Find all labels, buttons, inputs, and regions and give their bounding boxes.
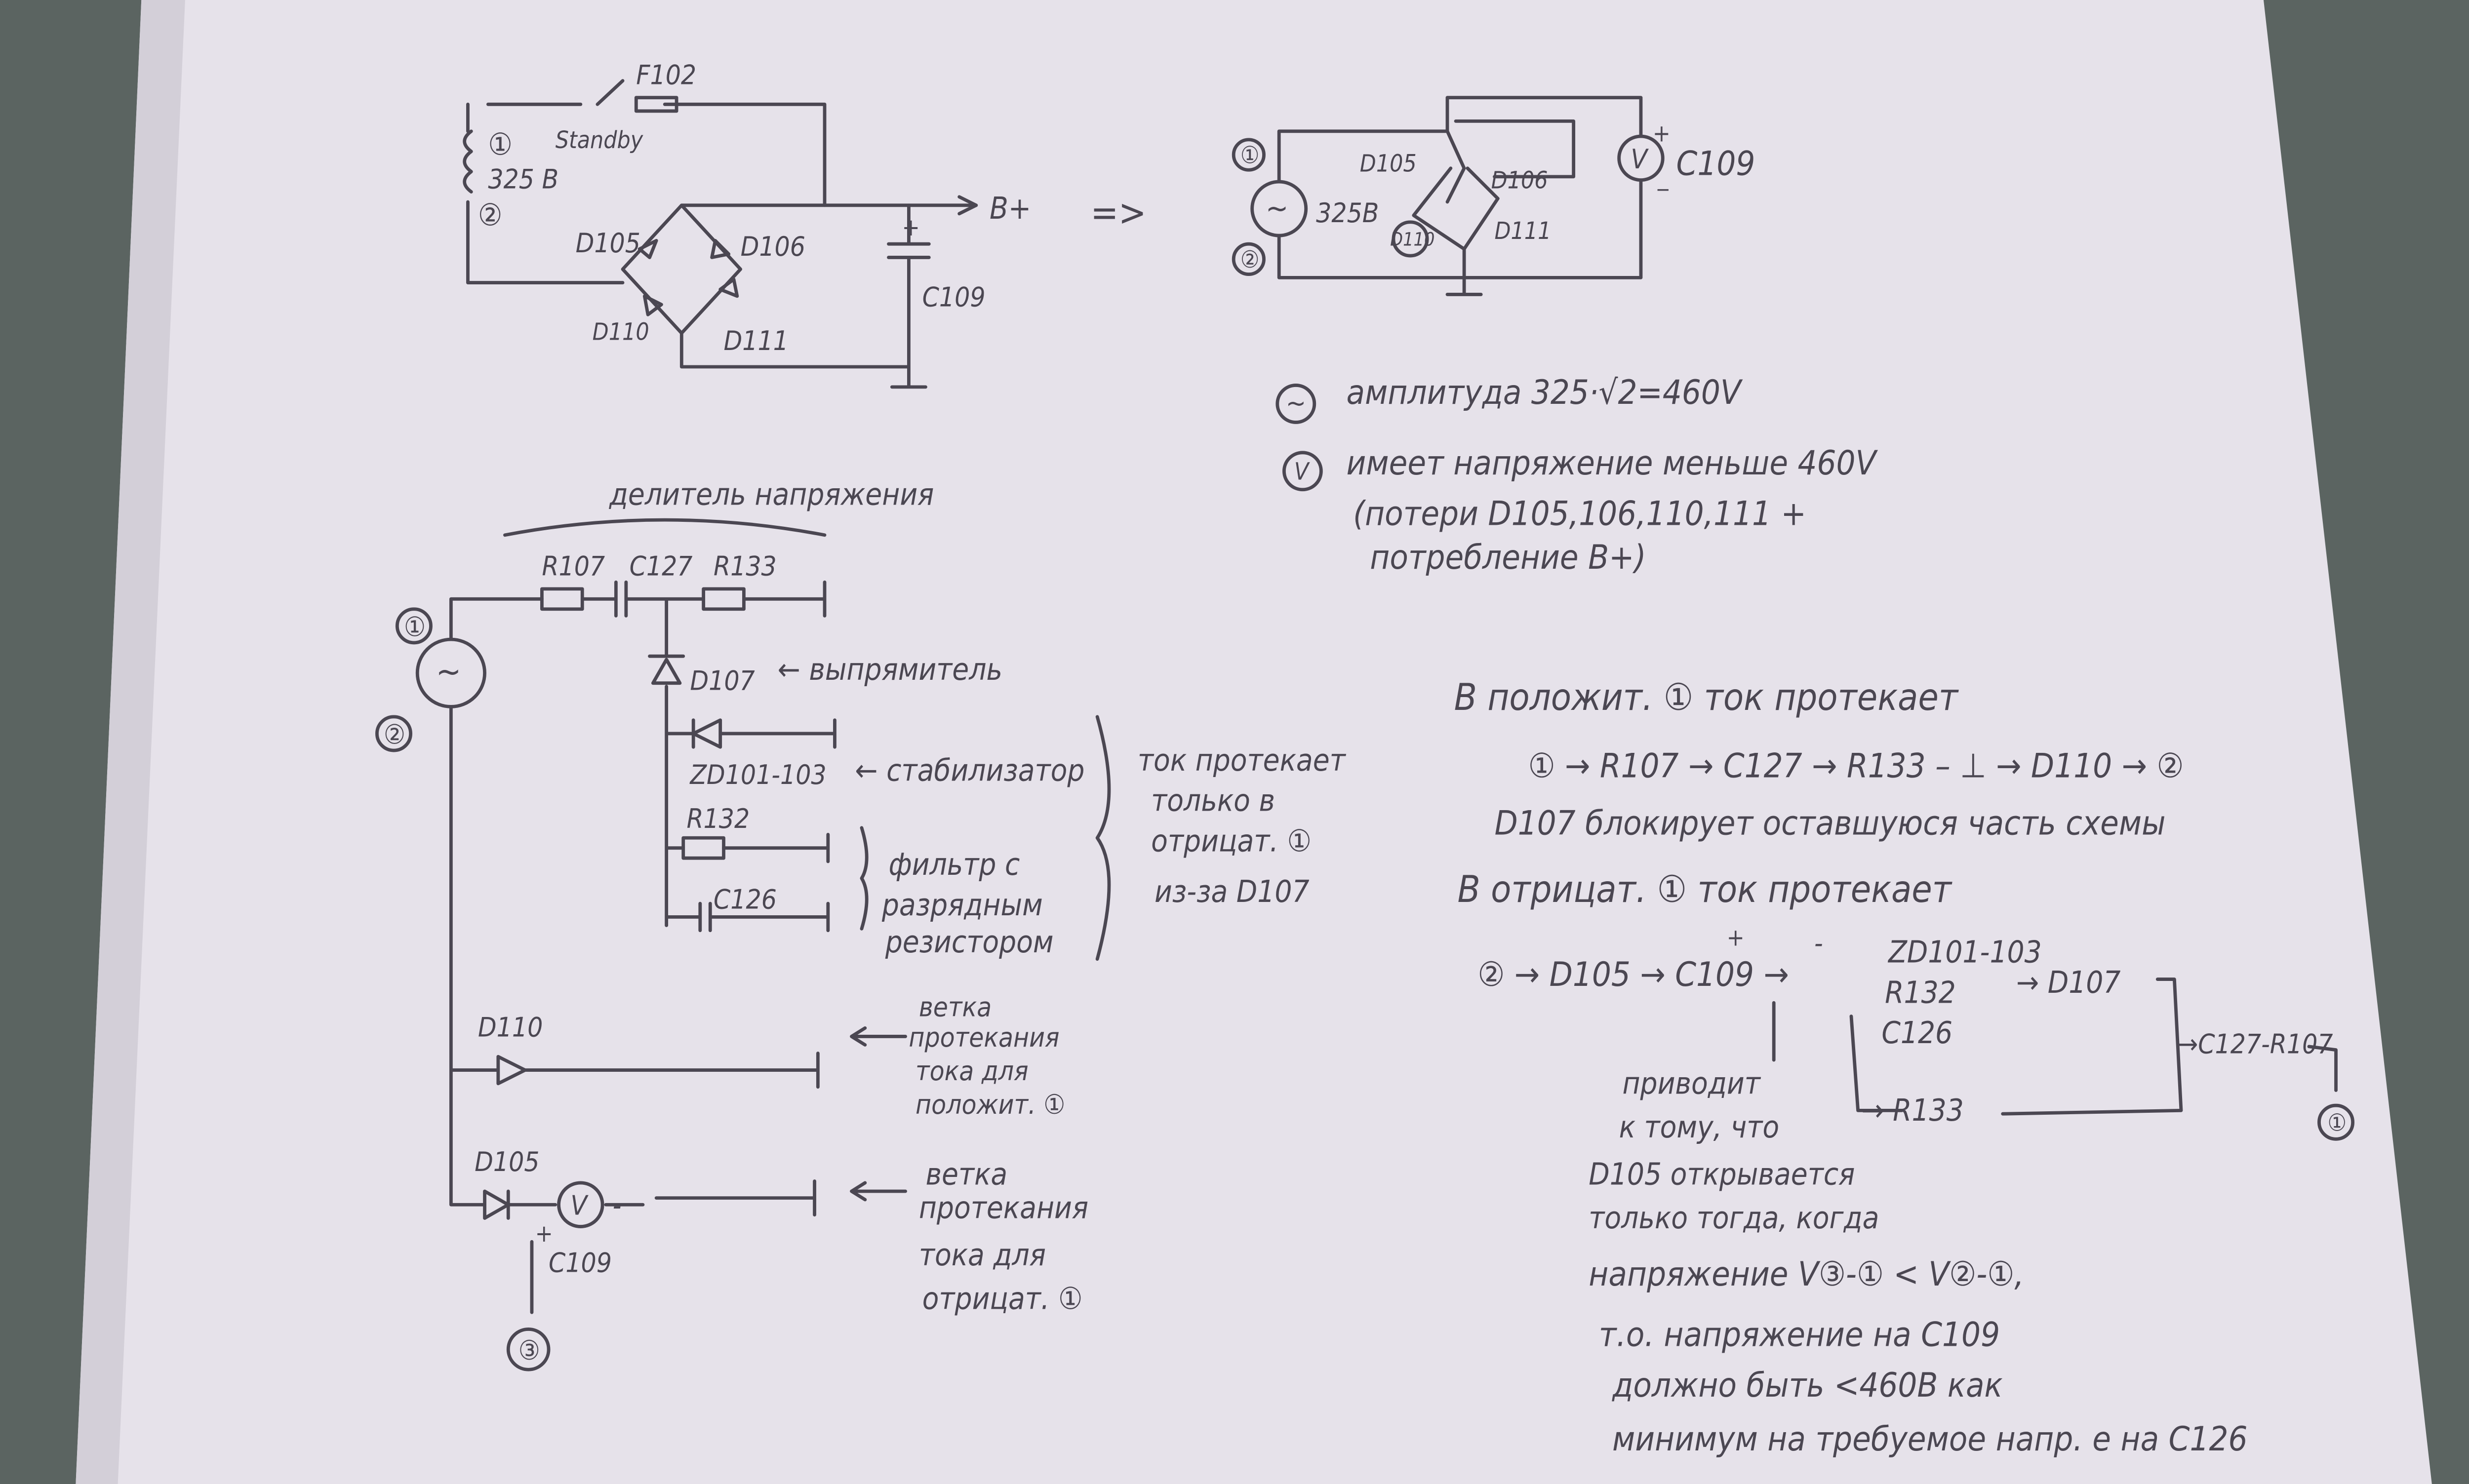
label-r107: R107 [542,550,605,582]
label-d110: D110 [593,318,649,346]
neg-path-start: ② → D105 → C109 → [1477,955,1789,994]
label-d106: D106 [741,231,805,262]
legend-v-line1: имеет напряжение меньше 460V [1347,444,1878,483]
label-node1: ① [1240,142,1259,169]
label-minus: _ [1657,164,1669,191]
neg-branch-c126: C126 [1881,1015,1952,1051]
label-c109: C109 [922,281,986,312]
meter-symbol: V [570,1190,589,1221]
label-d107: D107 [690,664,755,696]
label-325v: 325B [1316,197,1379,229]
divider-title: делитель напряжения [609,477,934,512]
conclusion-2: к тому, что [1619,1110,1780,1145]
label-zd: ZD101-103 [689,759,826,790]
label-plus: + [535,1220,553,1248]
label-r132: R132 [687,803,750,834]
zd-note: ← стабилизатор [855,753,1084,788]
label-c109: C109 [1676,144,1755,183]
d105-note-3: тока для [919,1238,1046,1273]
conclusion-6: т.о. напряжение на C109 [1599,1316,2000,1355]
voltage-divider-circuit: делитель напряжения ~ ① ② R107 C127 R133… [375,477,1347,1371]
label-d110: D110 [478,1011,543,1043]
label-325v: 325 B [488,163,558,195]
d110-note-4: положит. ① [916,1089,1065,1120]
conclusion-3: D105 открывается [1589,1157,1855,1192]
divider-ac-symbol: ~ [436,653,461,692]
label-c126: C126 [714,883,777,915]
label-plus: + [902,214,920,241]
paper-sheet [76,0,2432,1484]
filter-note-3: резистором [885,925,1054,960]
bridge-rectifier-circuit: F102 Standby ① 325 B ② D105 D106 D110 D1… [463,59,1031,389]
filter-note-1: фильтр с [889,847,1020,882]
label-c109: C109 [549,1247,612,1279]
label-d105: D105 [475,1146,539,1177]
flow-note-1: ток протекает [1138,743,1347,778]
d110-note-1: ветка [919,991,992,1023]
label-d110: D110 [1390,229,1434,250]
legend-ac-symbol: ~ [1286,387,1306,419]
label-standby: Standby [556,127,643,154]
pos-note: D107 блокирует оставшуюся часть схемы [1494,804,2165,843]
flow-note-2: только в [1151,783,1275,819]
label-bplus: B+ [990,191,1031,226]
neg-join: →C127-R107 [2178,1028,2333,1060]
legend: ~ амплитуда 325·√2=460V V имеет напряжен… [1275,373,1878,577]
analysis-notes: В положит. ① ток протекает ① → R107 → C1… [1454,675,2355,1459]
conclusion-7: должно быть <460В как [1612,1366,2003,1405]
label-f102: F102 [636,59,696,90]
label-c127: C127 [630,550,693,582]
conclusion-5: напряжение V③-① < V②-①, [1589,1255,2024,1294]
label-node2: ② [1240,246,1259,273]
label-d111: D111 [724,325,789,356]
legend-v-line2: (потери D105,106,110,111 + [1353,494,1806,533]
flow-note-3: отрицат. ① [1151,824,1312,859]
paper-shadow-left [76,0,185,1484]
pos-heading: В положит. ① ток протекает [1454,675,1959,719]
neg-minus: - [1814,927,1823,959]
d107-note: ← выпрямитель [778,652,1003,687]
legend-ac-text: амплитуда 325·√2=460V [1347,373,1743,412]
label-d105: D105 [1360,151,1417,178]
d105-note-4: отрицат. ① [922,1282,1083,1317]
neg-r133: → R133 [1861,1093,1963,1128]
neg-end: ① [2327,1109,2346,1136]
equivalent-circuit: ~ ① ② 325B D105 D106 D110 D111 V + _ C10… [1232,96,1755,296]
neg-plus: + [1727,924,1745,951]
d105-note-2: протекания [919,1191,1088,1226]
label-d105: D105 [576,227,640,259]
implies-arrow: => [1090,191,1146,234]
label-node3: ③ [518,1334,540,1366]
conclusion-1: приводит [1622,1066,1761,1101]
flow-note-4: из-за D107 [1155,874,1310,909]
label-node1: ① [488,127,512,162]
filter-note-2: разрядным [881,888,1043,923]
conclusion-8: минимум на требуемое напр. е на C126 [1612,1420,2247,1459]
divider-node1: ① [404,611,426,642]
neg-branch-r132: R132 [1885,975,1956,1010]
label-d111: D111 [1494,218,1551,245]
d110-note-2: протекания [909,1021,1059,1053]
meter-symbol: V [1631,143,1649,175]
legend-v-line3: потребление B+) [1370,538,1646,577]
label-minus: - [613,1190,622,1221]
d110-note-3: тока для [916,1055,1029,1087]
label-d106: D106 [1491,167,1548,195]
d105-note-1: ветка [925,1157,1007,1192]
conclusion-4: только тогда, когда [1589,1201,1879,1236]
neg-d107: → D107 [2016,965,2121,1000]
pos-path: ① → R107 → C127 → R133 – ⊥ → D110 → ② [1528,747,2184,786]
neg-heading: В отрицат. ① ток протекает [1457,867,1952,911]
legend-v-symbol: V [1294,458,1310,485]
label-r133: R133 [714,550,777,582]
divider-node2: ② [384,718,405,750]
neg-branch-zd: ZD101-103 [1887,935,2042,970]
ac-source-symbol: ~ [1266,191,1288,226]
label-plus: + [1653,120,1671,147]
label-node2: ② [478,198,502,233]
